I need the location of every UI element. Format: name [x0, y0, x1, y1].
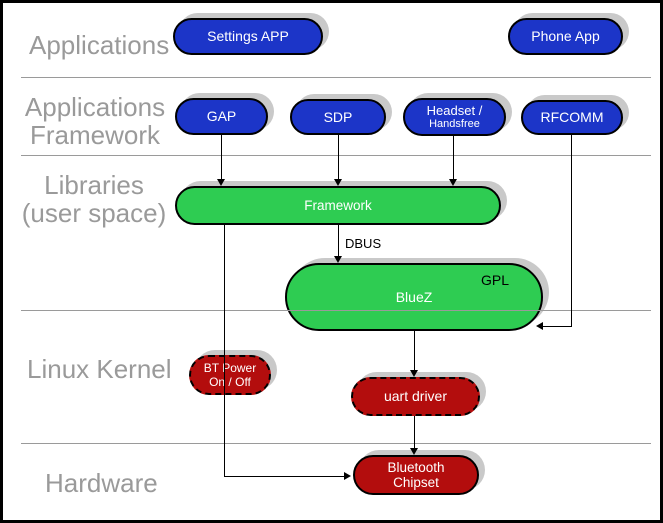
arrowhead-icon: [410, 370, 418, 377]
edge-framework-to-bluez: [338, 225, 339, 256]
node-framework: Framework: [175, 186, 501, 225]
node-label-line: Chipset: [393, 475, 439, 490]
node-settings-app: Settings APP: [173, 18, 323, 55]
node-headset-handsfree: Headset / Handsfree: [403, 98, 506, 136]
node-bt-power: BT Power On / Off: [189, 355, 271, 395]
node-phone-app: Phone App: [508, 18, 623, 55]
node-uart-driver: uart driver: [351, 377, 480, 416]
edge-framework-to-chipset-vertical: [224, 225, 225, 477]
node-rfcomm: RFCOMM: [521, 100, 623, 135]
layer-label-line: (user space): [21, 198, 167, 228]
layer-label-libraries: Libraries (user space): [11, 171, 177, 227]
node-bluetooth-chipset: Bluetooth Chipset: [353, 455, 479, 495]
layer-label-applications: Applications: [29, 30, 170, 60]
layer-label-line: Libraries: [44, 170, 144, 200]
separator-applications-framework: [21, 155, 651, 156]
edge-sdp-to-framework: [338, 135, 339, 180]
arrowhead-icon: [334, 179, 342, 186]
layer-label-line: Applications: [24, 92, 166, 122]
arrowhead-icon: [536, 322, 543, 330]
node-label-line: On / Off: [209, 375, 251, 389]
edge-uart-to-chipset: [414, 416, 415, 449]
node-bluez-label: BlueZ: [395, 288, 433, 305]
arrowhead-icon: [334, 256, 342, 263]
edge-rfcomm-to-bluez-horizontal: [543, 326, 572, 327]
arrowhead-icon: [344, 472, 351, 480]
dbus-edge-label: DBUS: [345, 236, 382, 251]
gpl-annotation: GPL: [480, 272, 509, 288]
node-sdp: SDP: [290, 99, 386, 135]
node-label-line: Bluetooth: [387, 460, 445, 475]
node-gap: GAP: [175, 98, 268, 135]
edge-gap-to-framework: [221, 135, 222, 180]
arrowhead-icon: [449, 179, 457, 186]
layer-label-applications-framework: Applications Framework: [19, 93, 171, 149]
layer-label-linux-kernel: Linux Kernel: [27, 354, 172, 384]
separator-linux-kernel: [21, 443, 651, 444]
separator-applications: [21, 77, 651, 78]
layer-label-hardware: Hardware: [45, 468, 158, 498]
separator-libraries: [21, 310, 651, 311]
node-label-line: BT Power: [203, 361, 257, 375]
edge-rfcomm-to-bluez-vertical: [571, 135, 572, 326]
edge-bluez-to-uart: [414, 331, 415, 371]
node-bluez: BlueZ GPL: [285, 263, 543, 331]
arrowhead-icon: [217, 179, 225, 186]
edge-headset-to-framework: [453, 136, 454, 180]
node-label-line: Headset /: [426, 103, 483, 118]
edge-framework-to-chipset-horizontal: [224, 476, 345, 477]
arrowhead-icon: [410, 448, 418, 455]
node-label-line: Handsfree: [429, 118, 480, 130]
layer-label-line: Framework: [29, 120, 160, 150]
